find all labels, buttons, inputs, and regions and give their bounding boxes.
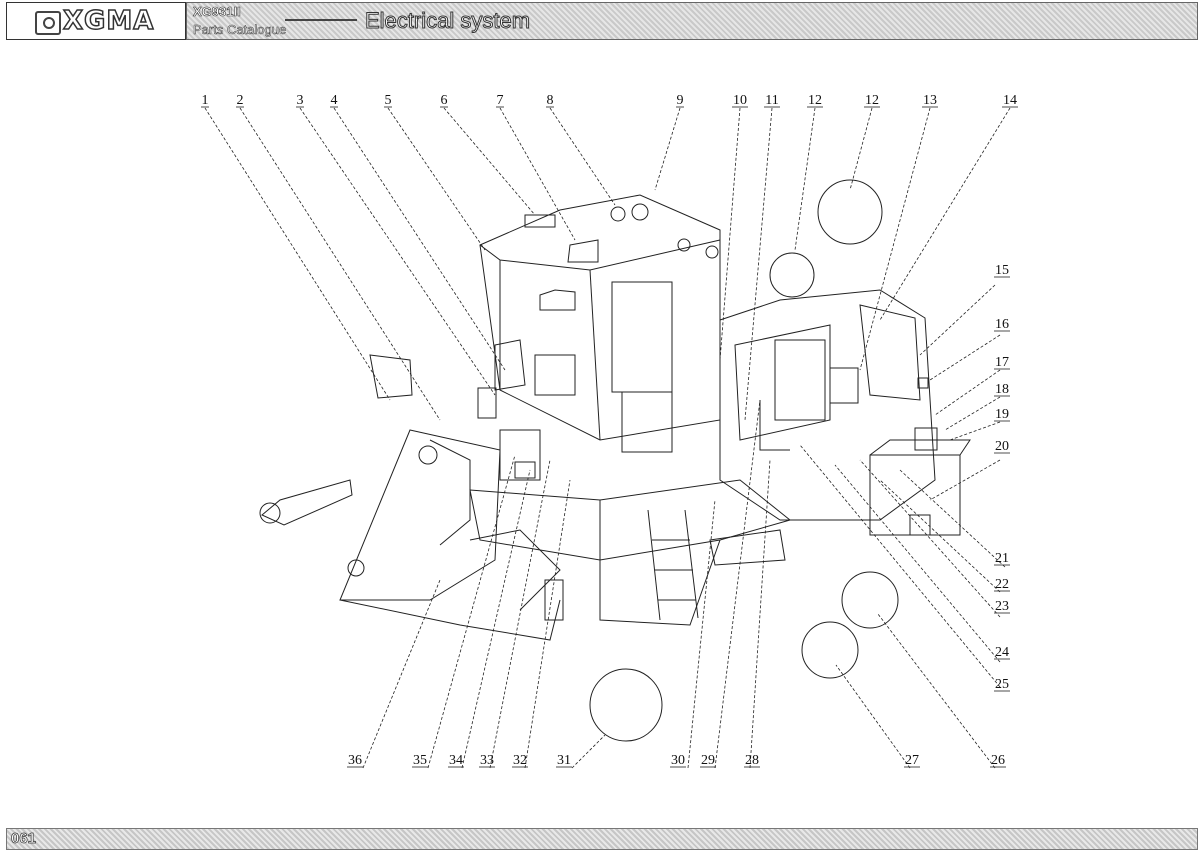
callout-bottom-6: 30 — [671, 753, 685, 768]
callout-bottom-3: 33 — [480, 753, 494, 768]
callout-right-9: 24 — [995, 645, 1009, 660]
machine-drawing — [259, 179, 971, 742]
callout-top-6: 7 — [497, 93, 504, 108]
callout-top-10: 11 — [765, 93, 778, 108]
callout-top-0: 1 — [202, 93, 209, 108]
callout-right-7: 22 — [995, 577, 1009, 592]
brand-mark-icon — [35, 11, 61, 35]
brand-logo: XGMA — [6, 2, 186, 40]
callout-right-10: 25 — [995, 677, 1009, 692]
catalogue-label: Parts Catalogue — [193, 22, 287, 38]
callout-bottom-9: 27 — [905, 753, 919, 768]
callout-right-5: 20 — [995, 439, 1009, 454]
callout-bottom-5: 31 — [557, 753, 571, 768]
callout-bottom-2: 34 — [449, 753, 463, 768]
brand-name: XGMA — [62, 5, 155, 37]
callout-bottom-10: 26 — [991, 753, 1005, 768]
callout-top-8: 9 — [677, 93, 684, 108]
callout-bottom-1: 35 — [413, 753, 427, 768]
callout-right-1: 16 — [995, 317, 1009, 332]
callout-top-13: 13 — [923, 93, 937, 108]
callout-right-8: 23 — [995, 599, 1009, 614]
callout-top-2: 3 — [297, 93, 304, 108]
header-band: XG931II Parts Catalogue Electrical syste… — [186, 2, 1198, 40]
callout-top-14: 14 — [1003, 93, 1017, 108]
callout-bottom-4: 32 — [513, 753, 527, 768]
page-number: 061 — [11, 830, 37, 848]
leader-lines — [204, 107, 1011, 769]
callout-top-1: 2 — [237, 93, 244, 108]
page-footer: 061 — [6, 828, 1198, 850]
page-header: XGMA XG931II Parts Catalogue Electrical … — [6, 2, 1198, 40]
callout-right-2: 17 — [995, 355, 1009, 370]
section-title: Electrical system — [364, 8, 531, 34]
callout-top-5: 6 — [441, 93, 448, 108]
callout-top-4: 5 — [385, 93, 392, 108]
callout-right-0: 15 — [995, 263, 1009, 278]
header-rule — [285, 19, 357, 21]
callout-top-11: 12 — [808, 93, 822, 108]
callout-top-9: 10 — [733, 93, 747, 108]
callout-right-3: 18 — [995, 382, 1009, 397]
callout-top-7: 8 — [547, 93, 554, 108]
callout-top-12: 12 — [865, 93, 879, 108]
callout-top-3: 4 — [331, 93, 338, 108]
callout-right-4: 19 — [995, 407, 1009, 422]
callout-bottom-7: 29 — [701, 753, 715, 768]
callout-right-6: 21 — [995, 551, 1009, 566]
callout-bottom-8: 28 — [745, 753, 759, 768]
callout-bottom-0: 36 — [348, 753, 362, 768]
model-name: XG931II — [193, 4, 241, 20]
